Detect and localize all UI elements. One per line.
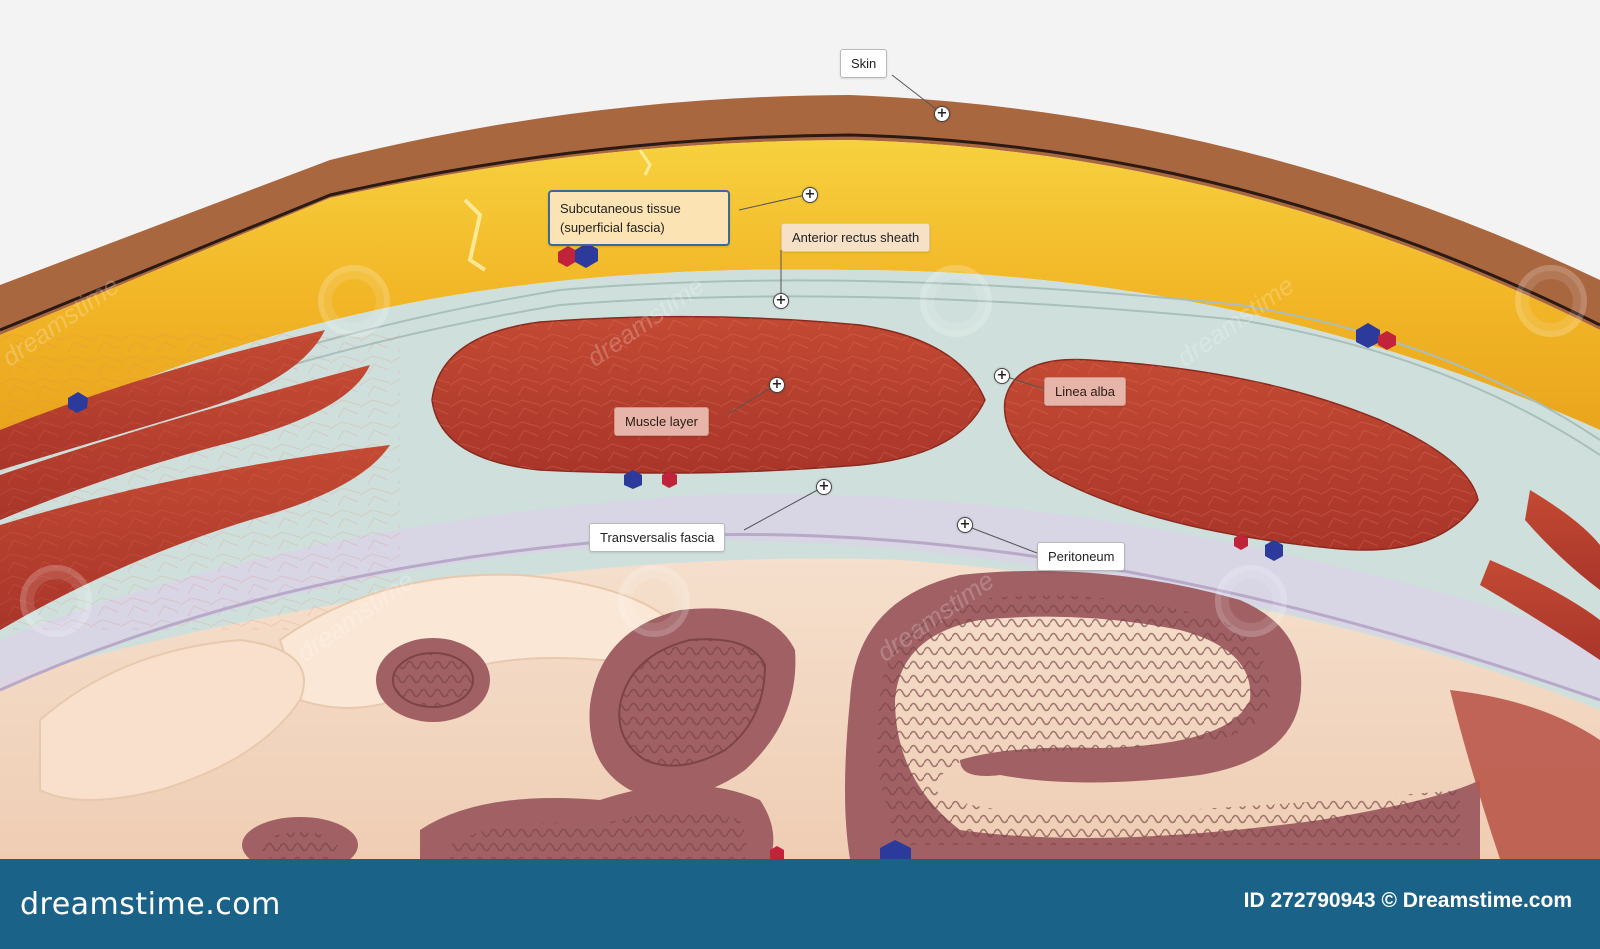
plus-circle-icon[interactable]: + xyxy=(773,293,789,309)
label-peritoneum[interactable]: Peritoneum xyxy=(1037,542,1126,571)
watermark-logo-1 xyxy=(318,265,390,337)
bowel-loop-left xyxy=(39,638,305,801)
right-oblique-sliver-1 xyxy=(1525,490,1600,590)
watermark-logo-6 xyxy=(1215,565,1287,637)
transverse-colon-lumen xyxy=(877,595,1460,845)
small-bowel-section-3-lumen xyxy=(450,811,747,859)
label-subcutaneous-tissue[interactable]: Subcutaneous tissue (superficial fascia) xyxy=(548,190,730,246)
label-linea-alba[interactable]: Linea alba xyxy=(1044,377,1126,406)
fat-highlight-2 xyxy=(638,149,652,176)
label-skin[interactable]: Skin xyxy=(840,49,888,78)
small-bowel-section-2-lumen xyxy=(618,638,767,767)
rectus-abdominis-left-fibers xyxy=(432,316,985,474)
label-muscle-layer[interactable]: Muscle layer xyxy=(614,407,709,436)
watermark-logo-2 xyxy=(920,265,992,337)
small-bowel-section-4-lumen xyxy=(262,832,338,859)
plus-circle-icon[interactable]: + xyxy=(816,479,832,495)
skin-dermis-line xyxy=(0,133,1600,332)
watermark-logo-3 xyxy=(1515,265,1587,337)
skin-layer xyxy=(0,95,1600,335)
stock-footer-bar: dreamstime.com ID 272790943 © Dreamstime… xyxy=(0,859,1600,949)
label-transversalis-fascia[interactable]: Transversalis fascia xyxy=(589,523,726,552)
abdominal-wall-cross-section xyxy=(0,95,1600,859)
right-oblique-sliver-2 xyxy=(1480,560,1600,660)
plus-circle-icon[interactable]: + xyxy=(802,187,818,203)
watermark-logo-4 xyxy=(618,565,690,637)
label-anterior-rectus-sheath[interactable]: Anterior rectus sheath xyxy=(781,223,931,252)
rectus-abdominis-right-fibers xyxy=(1004,359,1478,550)
plus-circle-icon[interactable]: + xyxy=(994,368,1010,384)
fat-highlight-1 xyxy=(463,198,487,272)
small-bowel-section-1-lumen xyxy=(392,652,474,708)
peritoneum-line xyxy=(0,532,1600,702)
plus-circle-icon[interactable]: + xyxy=(934,106,950,122)
plus-circle-icon[interactable]: + xyxy=(769,377,785,393)
plus-circle-icon[interactable]: + xyxy=(957,517,973,533)
footer-image-id: ID 272790943 © Dreamstime.com xyxy=(1243,889,1572,912)
watermark-logo-5 xyxy=(20,565,92,637)
blood-vessels xyxy=(68,243,1396,859)
subcutaneous-fat-layer xyxy=(0,140,1600,440)
right-abdominal-muscle-edge xyxy=(1450,690,1600,859)
footer-brand: dreamstime.com xyxy=(20,887,281,922)
